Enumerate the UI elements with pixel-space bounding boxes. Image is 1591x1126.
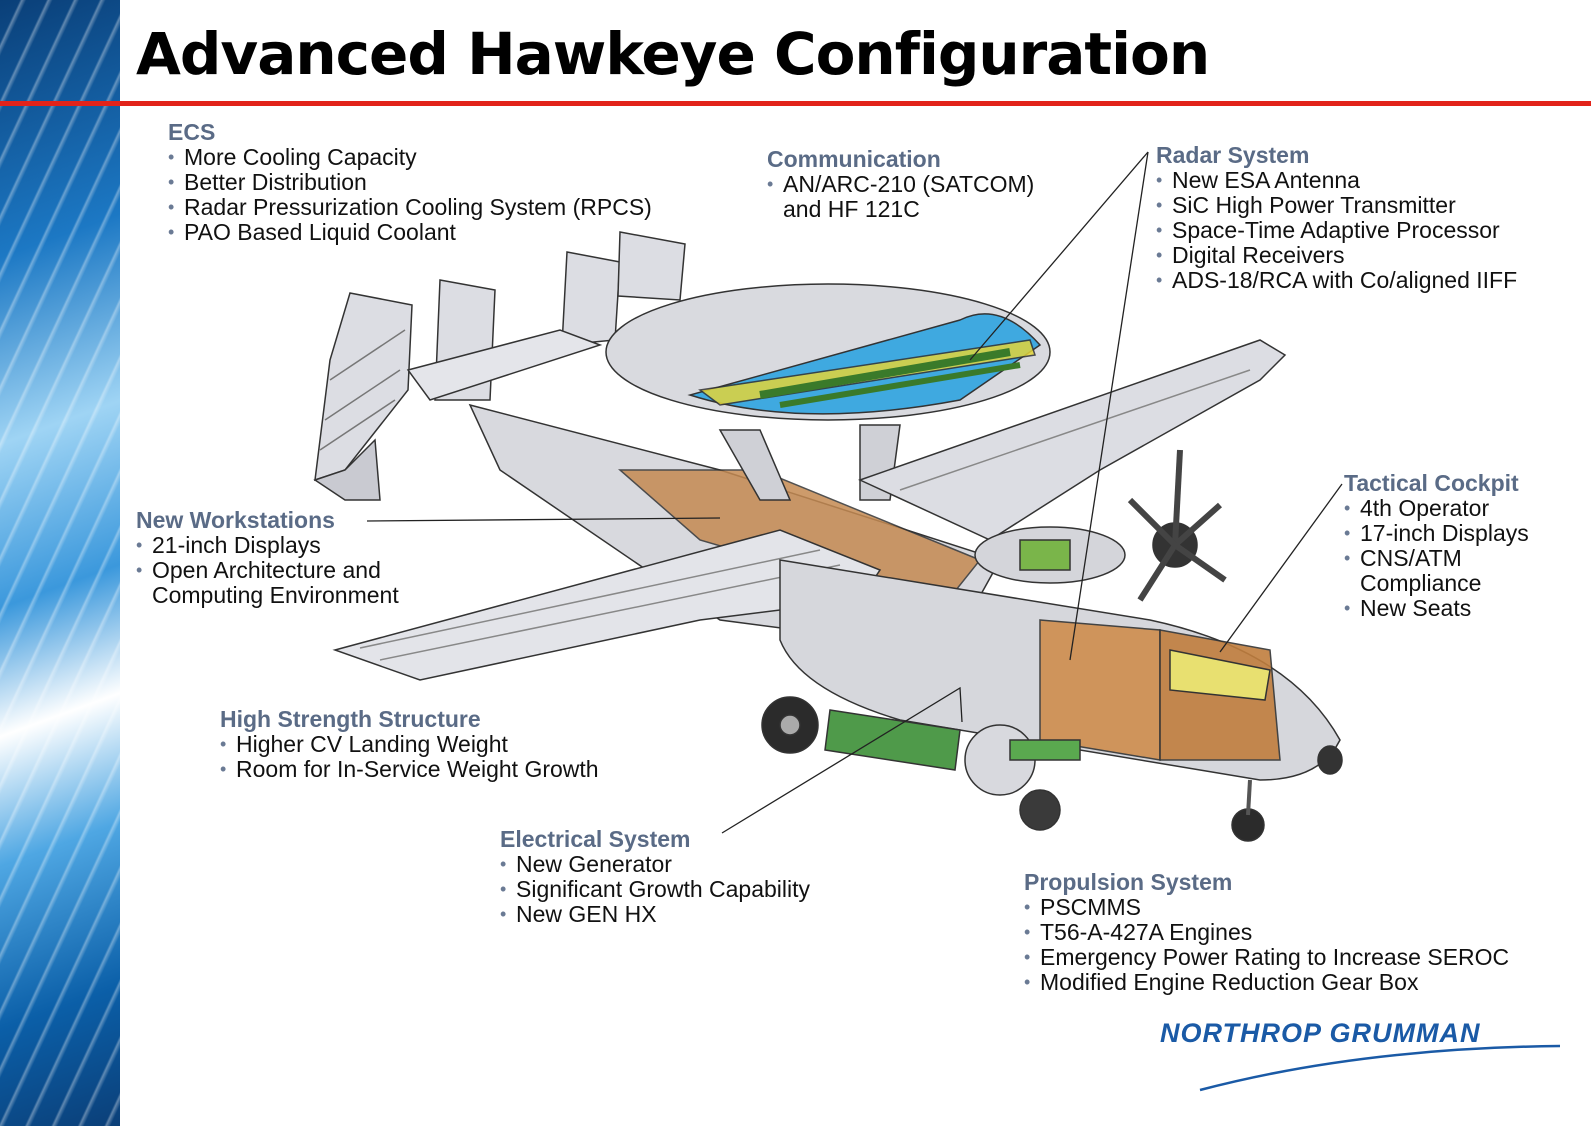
- landing-gear: [761, 696, 1265, 842]
- callout-new-workstations: New Workstations 21-inch Displays Open A…: [136, 508, 399, 608]
- callout-propulsion-item: T56-A-427A Engines: [1024, 920, 1509, 946]
- callout-propulsion-item: Emergency Power Rating to Increase SEROC: [1024, 945, 1509, 971]
- logo-swoosh: [1199, 1044, 1561, 1092]
- callout-radar-item: Space-Time Adaptive Processor: [1156, 218, 1517, 244]
- callout-workstations-item: Computing Environment: [152, 582, 399, 608]
- callout-cockpit-item: 4th Operator: [1344, 496, 1529, 522]
- callout-radar-item: New ESA Antenna: [1156, 168, 1517, 194]
- callout-communication-heading: Communication: [767, 146, 941, 172]
- radar-rotodome: [605, 283, 1051, 501]
- callout-cockpit-item: Compliance: [1360, 570, 1482, 596]
- title-divider: [0, 101, 1591, 106]
- decorative-side-band: [0, 0, 120, 1126]
- callout-electrical-heading: Electrical System: [500, 826, 691, 852]
- callout-workstations-heading: New Workstations: [136, 507, 335, 533]
- callout-radar-item: Digital Receivers: [1156, 243, 1517, 269]
- callout-electrical-system: Electrical System New Generator Signific…: [500, 826, 810, 928]
- callout-cockpit-heading: Tactical Cockpit: [1344, 470, 1519, 496]
- callout-structure-item: Higher CV Landing Weight: [220, 732, 599, 758]
- callout-workstations-item: 21-inch Displays: [136, 533, 399, 559]
- generator-assembly: [824, 709, 1081, 831]
- callout-electrical-item: Significant Growth Capability: [500, 877, 810, 903]
- callout-communication-item: and HF 121C: [783, 196, 920, 222]
- callout-cockpit-item: New Seats: [1344, 596, 1529, 622]
- callout-high-strength-structure: High Strength Structure Higher CV Landin…: [220, 706, 599, 783]
- callout-ecs-item: More Cooling Capacity: [168, 145, 652, 171]
- callout-electrical-item: New GEN HX: [500, 902, 810, 928]
- leader-lines: [366, 151, 1343, 834]
- callout-communication-item: AN/ARC-210 (SATCOM): [767, 172, 1034, 198]
- callout-propulsion-item: Modified Engine Reduction Gear Box: [1024, 970, 1509, 996]
- tail-assembly: [313, 231, 686, 501]
- callout-propulsion-heading: Propulsion System: [1024, 869, 1233, 895]
- logo-wordmark: NORTHROP GRUMMAN: [1160, 1018, 1481, 1048]
- callout-radar-item: ADS-18/RCA with Co/aligned IIFF: [1156, 268, 1517, 294]
- callout-ecs-item: Better Distribution: [168, 170, 652, 196]
- callout-cockpit-item: 17-inch Displays: [1344, 521, 1529, 547]
- callout-tactical-cockpit: Tactical Cockpit 4th Operator 17-inch Di…: [1344, 470, 1529, 622]
- callout-propulsion-system: Propulsion System PSCMMS T56-A-427A Engi…: [1024, 869, 1509, 996]
- callout-ecs-item: Radar Pressurization Cooling System (RPC…: [168, 195, 652, 221]
- callout-radar-system: Radar System New ESA Antenna SiC High Po…: [1156, 142, 1517, 294]
- callout-ecs-heading: ECS: [168, 119, 216, 145]
- callout-radar-heading: Radar System: [1156, 142, 1310, 168]
- northrop-grumman-logo: NORTHROP GRUMMAN: [1160, 1018, 1570, 1098]
- forward-fuselage: [779, 559, 1343, 781]
- callout-radar-item: SiC High Power Transmitter: [1156, 193, 1517, 219]
- callout-structure-item: Room for In-Service Weight Growth: [220, 757, 599, 783]
- callout-propulsion-item: PSCMMS: [1024, 895, 1509, 921]
- callout-communication: Communication AN/ARC-210 (SATCOM) and HF…: [767, 147, 1034, 222]
- callout-ecs: ECS More Cooling Capacity Better Distrib…: [168, 119, 652, 246]
- callout-workstations-item: Open Architecture and: [136, 558, 399, 584]
- page-title: Advanced Hawkeye Configuration: [136, 20, 1210, 88]
- callout-ecs-item: PAO Based Liquid Coolant: [168, 220, 652, 246]
- engine-and-propeller: [974, 449, 1227, 602]
- callout-electrical-item: New Generator: [500, 852, 810, 878]
- callout-structure-heading: High Strength Structure: [220, 706, 481, 732]
- callout-cockpit-item: CNS/ATM: [1344, 546, 1529, 572]
